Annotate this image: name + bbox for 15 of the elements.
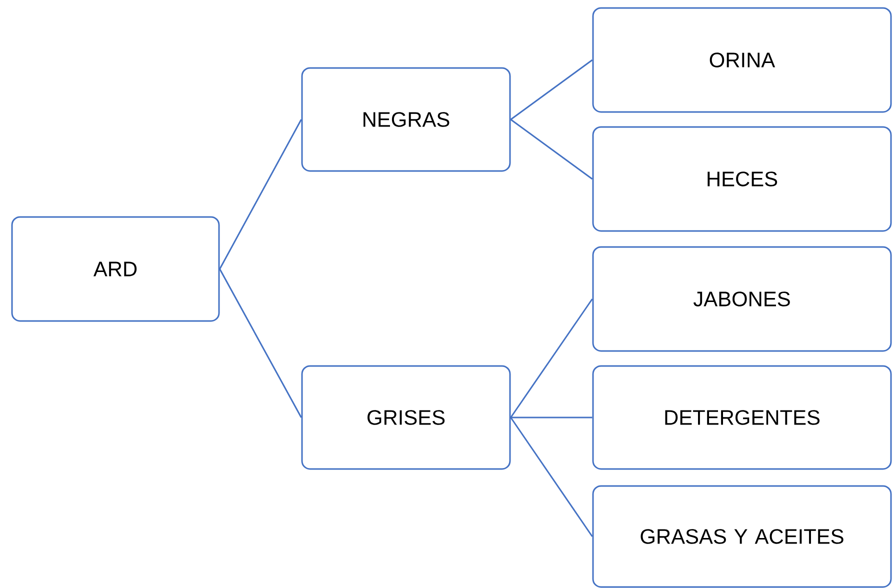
connector-line xyxy=(510,118,593,180)
connector-line xyxy=(219,268,302,418)
connector-line xyxy=(510,298,593,418)
connector-line xyxy=(510,416,592,418)
connector-line xyxy=(219,119,302,270)
process-box: GRASAS Y ACEITES xyxy=(592,485,892,588)
process-box: ORINA xyxy=(592,7,892,113)
process-box: ARD xyxy=(11,216,220,322)
process-box: DETERGENTES xyxy=(592,365,892,470)
process-box: JABONES xyxy=(592,246,892,352)
process-box: HECES xyxy=(592,126,892,232)
connector-line xyxy=(510,417,593,537)
connector-line xyxy=(510,59,593,120)
process-box: NEGRAS xyxy=(301,67,511,172)
process-box: GRISES xyxy=(301,365,511,470)
